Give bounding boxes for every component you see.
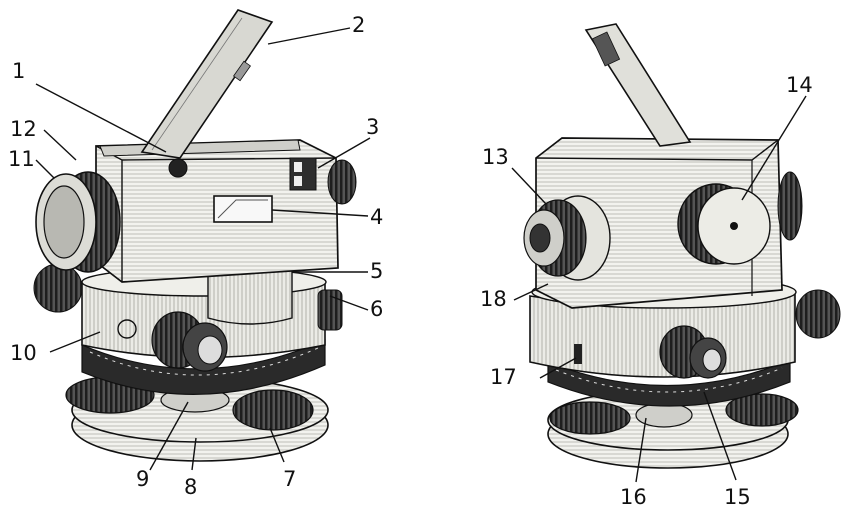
label-3: 3 (366, 115, 379, 139)
label-14: 14 (786, 73, 813, 97)
display-windows (289, 157, 317, 191)
eyepiece (523, 195, 611, 281)
objective-lens (35, 171, 121, 273)
label-4: 4 (370, 205, 383, 229)
label-5: 5 (370, 259, 383, 283)
label-16: 16 (620, 485, 647, 508)
mirror-plate (140, 9, 274, 159)
label-17: 17 (490, 365, 517, 389)
label-18: 18 (480, 287, 507, 311)
tangent-screw (151, 311, 228, 372)
label-15: 15 (724, 485, 751, 508)
label-6: 6 (370, 297, 383, 321)
sight-dot (168, 158, 188, 178)
label-8: 8 (184, 475, 197, 499)
label-11: 11 (8, 147, 35, 171)
side-screw (317, 289, 343, 331)
label-9: 9 (136, 467, 149, 491)
callout-labels: 1 2 3 4 5 6 7 8 9 10 11 12 13 14 15 16 1… (8, 13, 813, 508)
foot-screw-right (232, 389, 314, 431)
label-13: 13 (482, 145, 509, 169)
circular-level-housing (207, 261, 293, 325)
right-instrument (523, 23, 841, 469)
leader-lines (35, 27, 807, 483)
focusing-knob (677, 183, 771, 265)
label-7: 7 (283, 467, 296, 491)
left-instrument (33, 9, 357, 462)
label-2: 2 (352, 13, 365, 37)
label-1: 1 (12, 59, 25, 83)
label-12: 12 (10, 117, 37, 141)
label-10: 10 (10, 341, 37, 365)
